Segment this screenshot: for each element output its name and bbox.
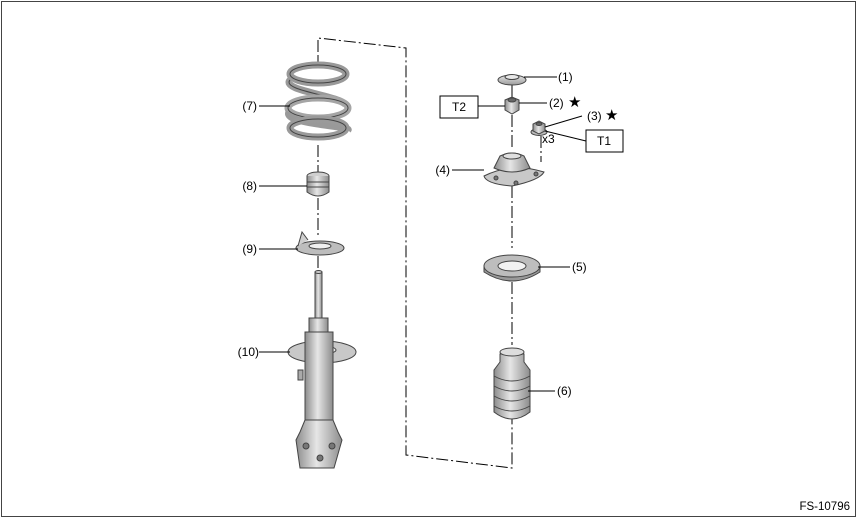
torque-box-t2 [439, 95, 479, 119]
leader-lines [259, 76, 587, 392]
bearing-ring-icon [483, 254, 541, 282]
flange-nut-icon [530, 120, 548, 136]
callout-4: (4) [435, 163, 450, 177]
spring-seat-icon [295, 230, 345, 256]
star-3: ★ [605, 107, 618, 124]
callout-6: (6) [557, 384, 572, 398]
quantity-note: x3 [542, 132, 555, 146]
torque-box-t1 [585, 129, 624, 153]
bump-stopper-icon [306, 171, 330, 197]
callout-1: (1) [558, 70, 573, 84]
assembly-path-line [317, 37, 513, 469]
figure-id: FS-10796 [799, 501, 850, 513]
strut-mount-icon [483, 152, 545, 187]
self-locking-nut-icon [504, 96, 520, 115]
callout-9: (9) [242, 242, 257, 256]
callout-5: (5) [572, 260, 587, 274]
cap-icon [497, 74, 527, 86]
torque-label-t2: T2 [452, 100, 466, 114]
callout-8: (8) [242, 179, 257, 193]
dust-boot-icon [493, 347, 531, 420]
callout-10: (10) [238, 345, 259, 359]
strut-body-icon [287, 270, 357, 469]
callout-7: (7) [242, 99, 257, 113]
callout-2: (2) [549, 96, 564, 110]
torque-label-t1: T1 [597, 134, 611, 148]
right-axis-line [511, 85, 542, 345]
coil-spring-icon [284, 61, 352, 141]
star-2: ★ [568, 94, 581, 111]
callout-3: (3) [587, 109, 602, 123]
